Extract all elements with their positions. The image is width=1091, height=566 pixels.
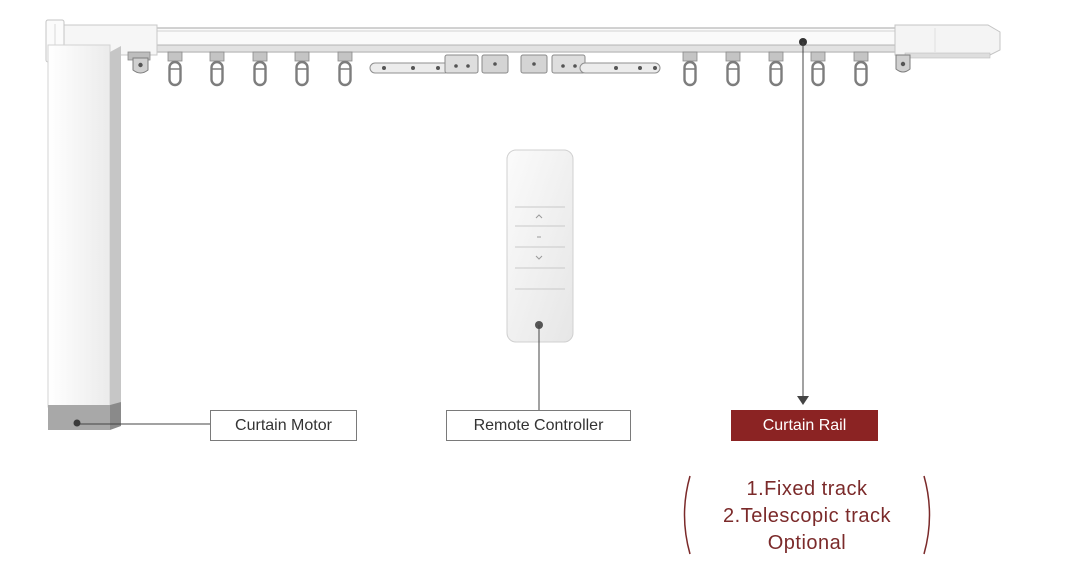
glider-hook <box>681 50 699 87</box>
motor-dot <box>73 419 81 427</box>
rail-options: 1.Fixed track 2.Telescopic track Optiona… <box>690 476 924 557</box>
arrowhead-icon <box>797 396 809 405</box>
overlap-arm-left <box>369 54 509 74</box>
rail-options-note: Optional <box>767 532 847 554</box>
curtain-motor-label: Curtain Motor <box>210 410 357 441</box>
glider-hook <box>251 50 269 87</box>
curtain-rail-track <box>149 27 899 53</box>
curtain-motor <box>47 44 121 430</box>
overlap-arm-right <box>520 54 661 74</box>
remote-controller <box>506 149 574 343</box>
glider-hook <box>809 50 827 87</box>
glider-hook <box>208 50 226 87</box>
glider-hook <box>724 50 742 87</box>
glider-hook <box>293 50 311 87</box>
right-parenthesis <box>923 475 931 555</box>
rail-option-fixed: 1.Fixed track <box>746 478 868 500</box>
chevron-down-icon <box>535 255 543 260</box>
glider-hook <box>767 50 785 87</box>
right-bracket <box>895 54 911 73</box>
glider-hook <box>166 50 184 87</box>
rail-pointer <box>797 38 809 405</box>
left-parenthesis <box>683 475 691 555</box>
left-bracket <box>127 51 151 74</box>
curtain-rail-label: Curtain Rail <box>731 410 878 441</box>
rail-option-telescopic: 2.Telescopic track <box>723 505 891 527</box>
right-end-cap <box>894 24 1001 59</box>
glider-hook <box>336 50 354 87</box>
chevron-up-icon <box>535 214 543 219</box>
glider-hook <box>852 50 870 87</box>
remote-controller-label: Remote Controller <box>446 410 631 441</box>
